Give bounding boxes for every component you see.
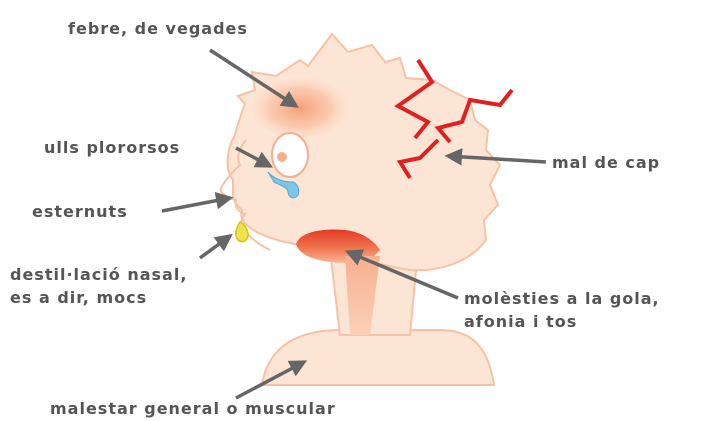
head (228, 34, 500, 270)
label-throat-line2: afonia i tos (464, 312, 577, 331)
shoulders (262, 330, 494, 385)
label-sneezing: esternuts (32, 202, 128, 221)
pupil (277, 152, 287, 162)
label-runny-nose-line1: destil·lació nasal, (10, 265, 187, 284)
label-runny-nose-line2: es a dir, mocs (10, 288, 147, 307)
eye (272, 133, 308, 177)
label-throat-line1: molèsties a la gola, (464, 289, 660, 308)
label-teary-eyes: ulls plororsos (44, 138, 180, 157)
arrow-runny-nose (200, 236, 230, 258)
label-malaise: malestar general o muscular (50, 399, 336, 418)
label-fever: febre, de vegades (68, 19, 248, 38)
arrow-sneezing (162, 198, 230, 211)
label-headache: mal de cap (552, 153, 660, 172)
